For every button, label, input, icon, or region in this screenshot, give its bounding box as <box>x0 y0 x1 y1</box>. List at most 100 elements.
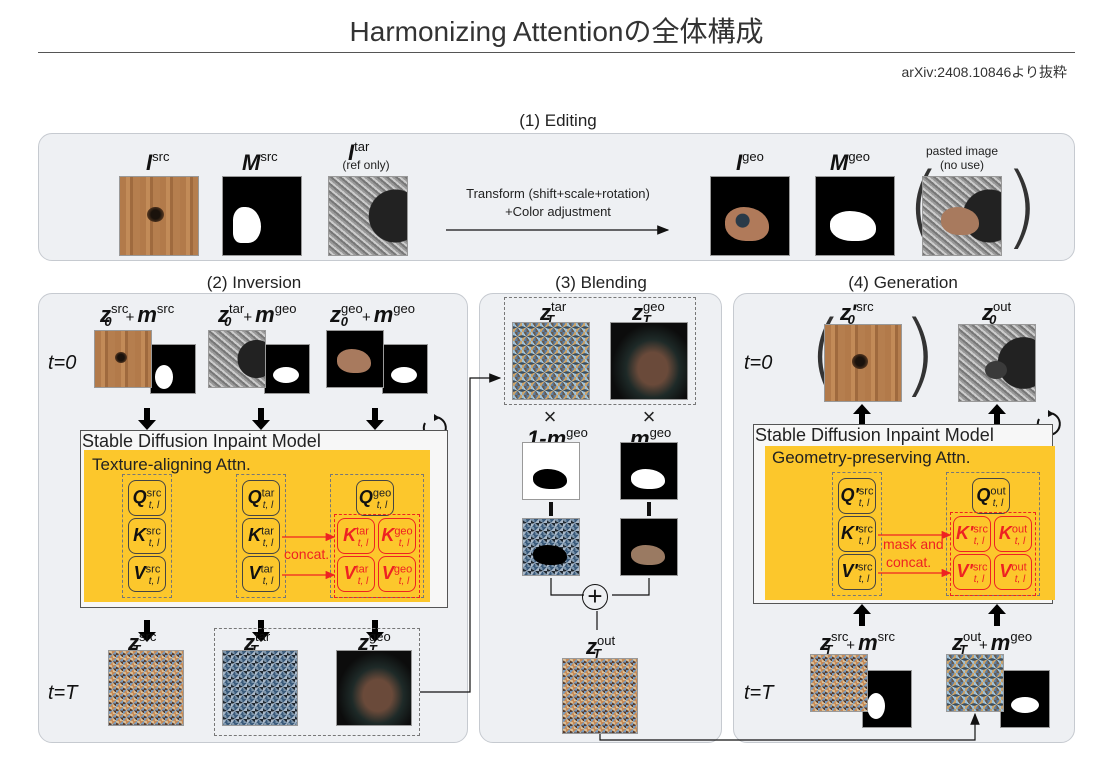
label-i-geo: Igeo <box>736 149 764 176</box>
model-title-inversion: Stable Diffusion Inpaint Model <box>82 431 321 451</box>
image-one-minus-mask <box>522 442 580 500</box>
label-zT-src: zsrcT <box>128 629 157 656</box>
source-citation: arXiv:2408.10846より抜粋 <box>901 64 1067 80</box>
image-i-src <box>119 176 199 256</box>
right-parenthesis: ) <box>1004 154 1040 259</box>
label-z0-out: zout0 <box>982 299 1012 327</box>
transform-label-line2: +Color adjustment <box>505 204 611 219</box>
dashed-group-gen-src <box>832 472 882 596</box>
image-inv-zT-src <box>108 650 184 726</box>
label-zT-tar: ztarT <box>244 629 271 656</box>
red-dashed-mask-concat-group <box>950 512 1036 596</box>
arrow-up-gen-4 <box>988 604 1006 626</box>
label-z0-geo-plus-m-geo: zgeo0+mgeo <box>330 301 415 329</box>
image-inv-zT-geo <box>336 650 412 726</box>
section-title-blending: (3) Blending <box>555 273 647 292</box>
label-i-tar: Itar <box>348 139 370 166</box>
equals-sign-left <box>549 502 553 516</box>
arrow-down-inv-4 <box>138 620 156 642</box>
label-z0-tar-plus-m-geo: ztar0+mgeo <box>218 301 297 329</box>
section-title-inversion: (2) Inversion <box>206 273 302 292</box>
image-blend-result-right <box>620 518 678 576</box>
attn-title-texture: Texture-aligning Attn. <box>92 455 251 474</box>
image-blend-mask <box>620 442 678 500</box>
image-blend-result-left <box>522 518 580 576</box>
label-zT-geo: zgeoT <box>358 629 391 656</box>
dashed-group-tar <box>236 474 286 598</box>
arrow-up-gen-2 <box>988 404 1006 426</box>
transform-label-line1: Transform (shift+scale+rotation) <box>466 186 650 201</box>
label-z0-src-plus-m-src: zsrc0+msrc <box>100 301 175 329</box>
dashed-group-zT <box>214 628 420 736</box>
image-blend-zT-out <box>562 658 638 734</box>
multiply-sign-right: × <box>642 404 656 429</box>
gen-right-parenthesis: ) <box>902 302 938 407</box>
label-gen-zT-out-plus-m-geo: zoutT+mgeo <box>952 629 1033 657</box>
image-pasted <box>922 176 1002 256</box>
label-m-geo: Mgeo <box>830 149 871 176</box>
image-blend-zT-geo <box>610 322 688 400</box>
editing-panel <box>38 133 1075 261</box>
page-title: Harmonizing Attentionの全体構成 <box>349 16 764 47</box>
image-m-src <box>222 176 302 256</box>
label-gen-zT-src-plus-m-src: zsrcT+msrc <box>820 629 895 657</box>
image-inv-m-src <box>150 344 196 394</box>
arrow-down-inv-3 <box>366 408 384 430</box>
arrow-down-inv-5 <box>252 620 270 642</box>
note-ref-only: (ref only) <box>342 158 390 172</box>
image-gen-z0-src-prime <box>824 324 902 402</box>
label-z0-src-prime: z'src0 <box>840 299 874 327</box>
concat-label: concat. <box>284 546 330 562</box>
image-gen-zT-out <box>946 654 1004 712</box>
time-label-tT-generation: t=T <box>744 682 774 704</box>
attn-title-geometry: Geometry-preserving Attn. <box>772 448 971 467</box>
image-gen-z0-out <box>958 324 1036 402</box>
arrow-up-gen-1 <box>853 404 871 426</box>
image-inv-z0-geo <box>326 330 384 388</box>
oplus-sign: + <box>582 583 608 610</box>
model-title-generation: Stable Diffusion Inpaint Model <box>755 425 994 445</box>
time-label-t0-generation: t=0 <box>744 352 773 374</box>
image-inv-zT-tar <box>222 650 298 726</box>
image-inv-z0-src <box>94 330 152 388</box>
dashed-group-blend-top <box>504 297 696 405</box>
section-title-editing: (1) Editing <box>519 111 597 130</box>
multiply-sign-left: × <box>543 404 557 429</box>
time-label-tT-inversion: t=T <box>48 682 78 704</box>
pasted-label-line2: (no use) <box>939 158 985 172</box>
image-inv-m-geo-2 <box>382 344 428 394</box>
mask-concat-label-line1: mask and <box>883 536 944 552</box>
image-inv-z0-tar <box>208 330 266 388</box>
section-title-generation: (4) Generation <box>848 273 958 292</box>
mask-concat-label-line2: concat. <box>886 554 932 570</box>
arrow-down-inv-2 <box>252 408 270 430</box>
image-inv-m-geo-1 <box>264 344 310 394</box>
dashed-group-src <box>122 474 172 598</box>
image-blend-zT-tar <box>512 322 590 400</box>
label-m-src: Msrc <box>242 149 278 176</box>
image-m-geo <box>815 176 895 256</box>
label-i-src: Isrc <box>146 149 170 176</box>
pasted-label-line1: pasted image <box>925 144 999 158</box>
label-blend-zT-geo: zgeoT <box>632 299 665 327</box>
label-blend-zT-tar: ztarT <box>540 299 567 327</box>
arrow-down-inv-1 <box>138 408 156 430</box>
image-i-geo <box>710 176 790 256</box>
red-dashed-concat-group <box>334 514 420 598</box>
